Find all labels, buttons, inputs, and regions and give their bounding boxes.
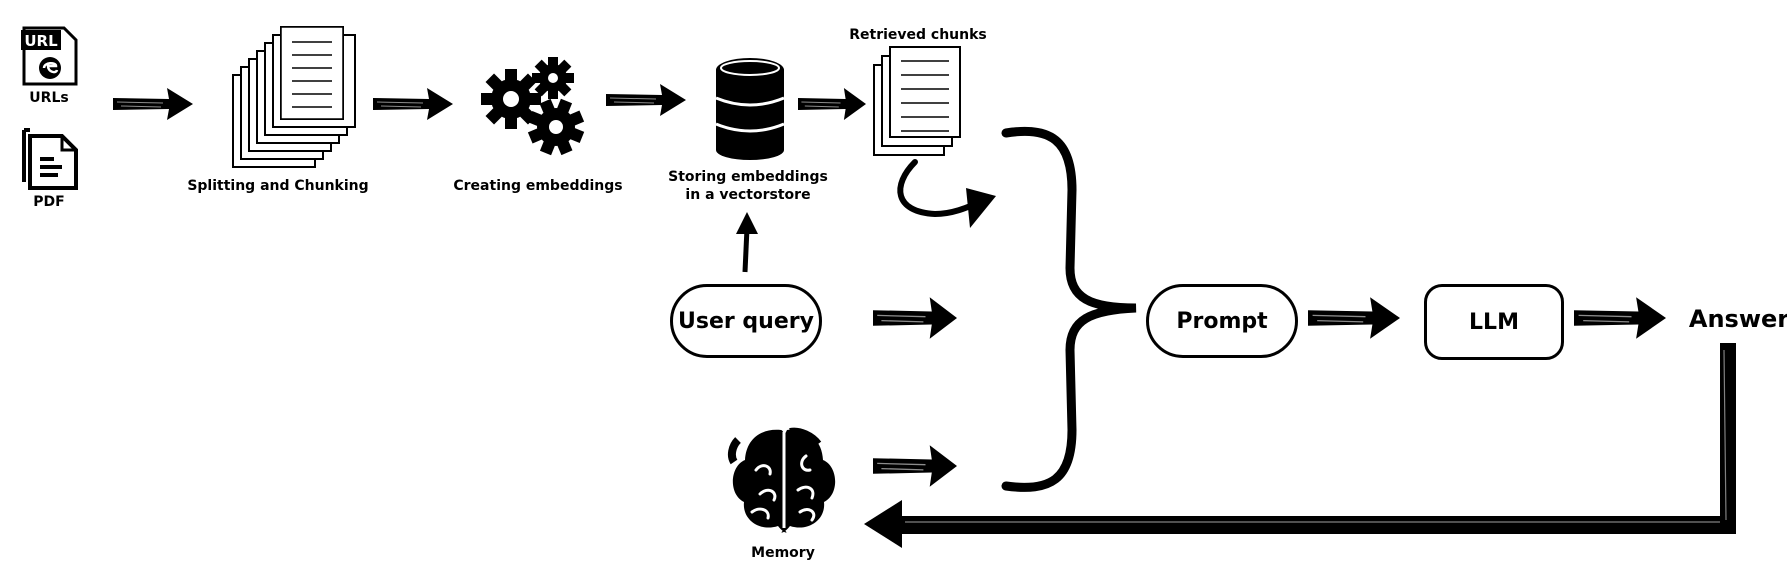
arrow-llm-to-answer [1573, 296, 1667, 340]
arrow-prompt-to-llm [1307, 296, 1401, 340]
storing-label-line2: in a vectorstore [685, 186, 811, 203]
flow-arrows [112, 83, 1736, 548]
storing-label-line1: Storing embeddings [668, 169, 828, 185]
arrow-store-to-retrieved [797, 87, 867, 121]
arrow-embeddings-to-store [605, 83, 687, 117]
retrieved-label: Retrieved chunks [849, 27, 987, 43]
llm-node: LLM [1424, 284, 1564, 360]
database-icon [715, 58, 785, 160]
curly-brace-icon [1001, 126, 1137, 492]
arrow-memory-to-brace [872, 444, 958, 488]
memory-label: Memory [751, 545, 815, 561]
retrieved-pages-icon [873, 46, 961, 156]
urls-label: URLs [29, 90, 69, 106]
arrow-answer-to-memory [864, 343, 1736, 548]
arrow-query-to-store [736, 212, 758, 273]
pdf-label: PDF [33, 194, 65, 210]
arrow-query-to-brace [872, 296, 958, 340]
answer-label: Answer [1688, 305, 1787, 333]
gears-icon [481, 57, 585, 156]
stacked-pages-icon [232, 26, 356, 168]
arrow-retrieved-to-brace [897, 159, 996, 228]
embeddings-label: Creating embeddings [453, 178, 623, 194]
storing-label: Storing embeddings in a vectorstore [668, 169, 828, 204]
url-badge-text: URL [24, 32, 58, 50]
url-document-icon: URL [21, 26, 78, 86]
arrow-sources-to-splitting [112, 87, 194, 121]
pdf-document-icon [22, 128, 78, 190]
splitting-label: Splitting and Chunking [187, 178, 369, 194]
user-query-node: User query [670, 284, 822, 358]
brain-icon [727, 427, 836, 533]
arrow-splitting-to-embeddings [372, 87, 454, 121]
prompt-node: Prompt [1146, 284, 1298, 358]
